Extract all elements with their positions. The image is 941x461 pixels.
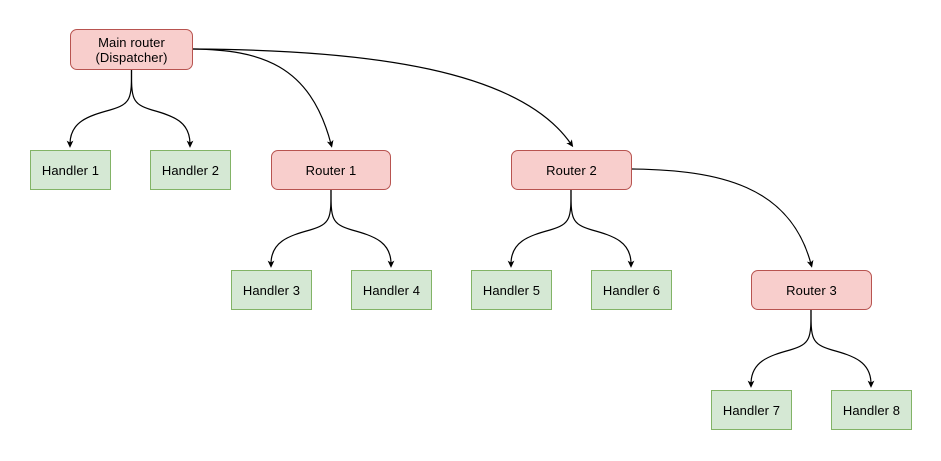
node-handler-2-label: Handler 2 bbox=[161, 162, 220, 178]
node-main-router-label: Main router (Dispatcher) bbox=[95, 34, 168, 65]
edge-main-handler1 bbox=[66, 69, 133, 148]
node-main-router[interactable]: Main router (Dispatcher) bbox=[70, 29, 193, 70]
node-router-1-label: Router 1 bbox=[305, 162, 357, 178]
node-handler-3[interactable]: Handler 3 bbox=[231, 270, 312, 310]
edge-router2-handler5 bbox=[507, 189, 572, 268]
node-handler-6-label: Handler 6 bbox=[602, 282, 661, 298]
node-router-2[interactable]: Router 2 bbox=[511, 150, 632, 190]
node-handler-3-label: Handler 3 bbox=[242, 282, 301, 298]
node-handler-7-label: Handler 7 bbox=[722, 402, 781, 418]
edge-main-router2 bbox=[192, 48, 574, 148]
node-handler-4-label: Handler 4 bbox=[362, 282, 421, 298]
node-handler-2[interactable]: Handler 2 bbox=[150, 150, 231, 190]
node-router-3[interactable]: Router 3 bbox=[751, 270, 872, 310]
edge-router2-handler6 bbox=[570, 189, 635, 268]
node-handler-4[interactable]: Handler 4 bbox=[351, 270, 432, 310]
edge-main-handler2 bbox=[130, 69, 194, 148]
node-handler-8[interactable]: Handler 8 bbox=[831, 390, 912, 430]
edge-router2-router3 bbox=[631, 168, 814, 268]
edge-router1-handler4 bbox=[330, 189, 395, 268]
edge-router3-handler8 bbox=[810, 309, 875, 388]
edge-main-router1 bbox=[192, 48, 334, 148]
node-handler-1[interactable]: Handler 1 bbox=[30, 150, 111, 190]
node-router-1[interactable]: Router 1 bbox=[271, 150, 391, 190]
node-handler-6[interactable]: Handler 6 bbox=[591, 270, 672, 310]
node-handler-5-label: Handler 5 bbox=[482, 282, 541, 298]
node-handler-5[interactable]: Handler 5 bbox=[471, 270, 552, 310]
edge-router3-handler7 bbox=[747, 309, 812, 388]
node-handler-7[interactable]: Handler 7 bbox=[711, 390, 792, 430]
edge-paths bbox=[66, 48, 875, 388]
node-router-3-label: Router 3 bbox=[786, 282, 837, 298]
node-router-2-label: Router 2 bbox=[546, 162, 597, 178]
edge-router1-handler3 bbox=[267, 189, 332, 268]
node-handler-8-label: Handler 8 bbox=[842, 402, 901, 418]
node-handler-1-label: Handler 1 bbox=[41, 162, 100, 178]
